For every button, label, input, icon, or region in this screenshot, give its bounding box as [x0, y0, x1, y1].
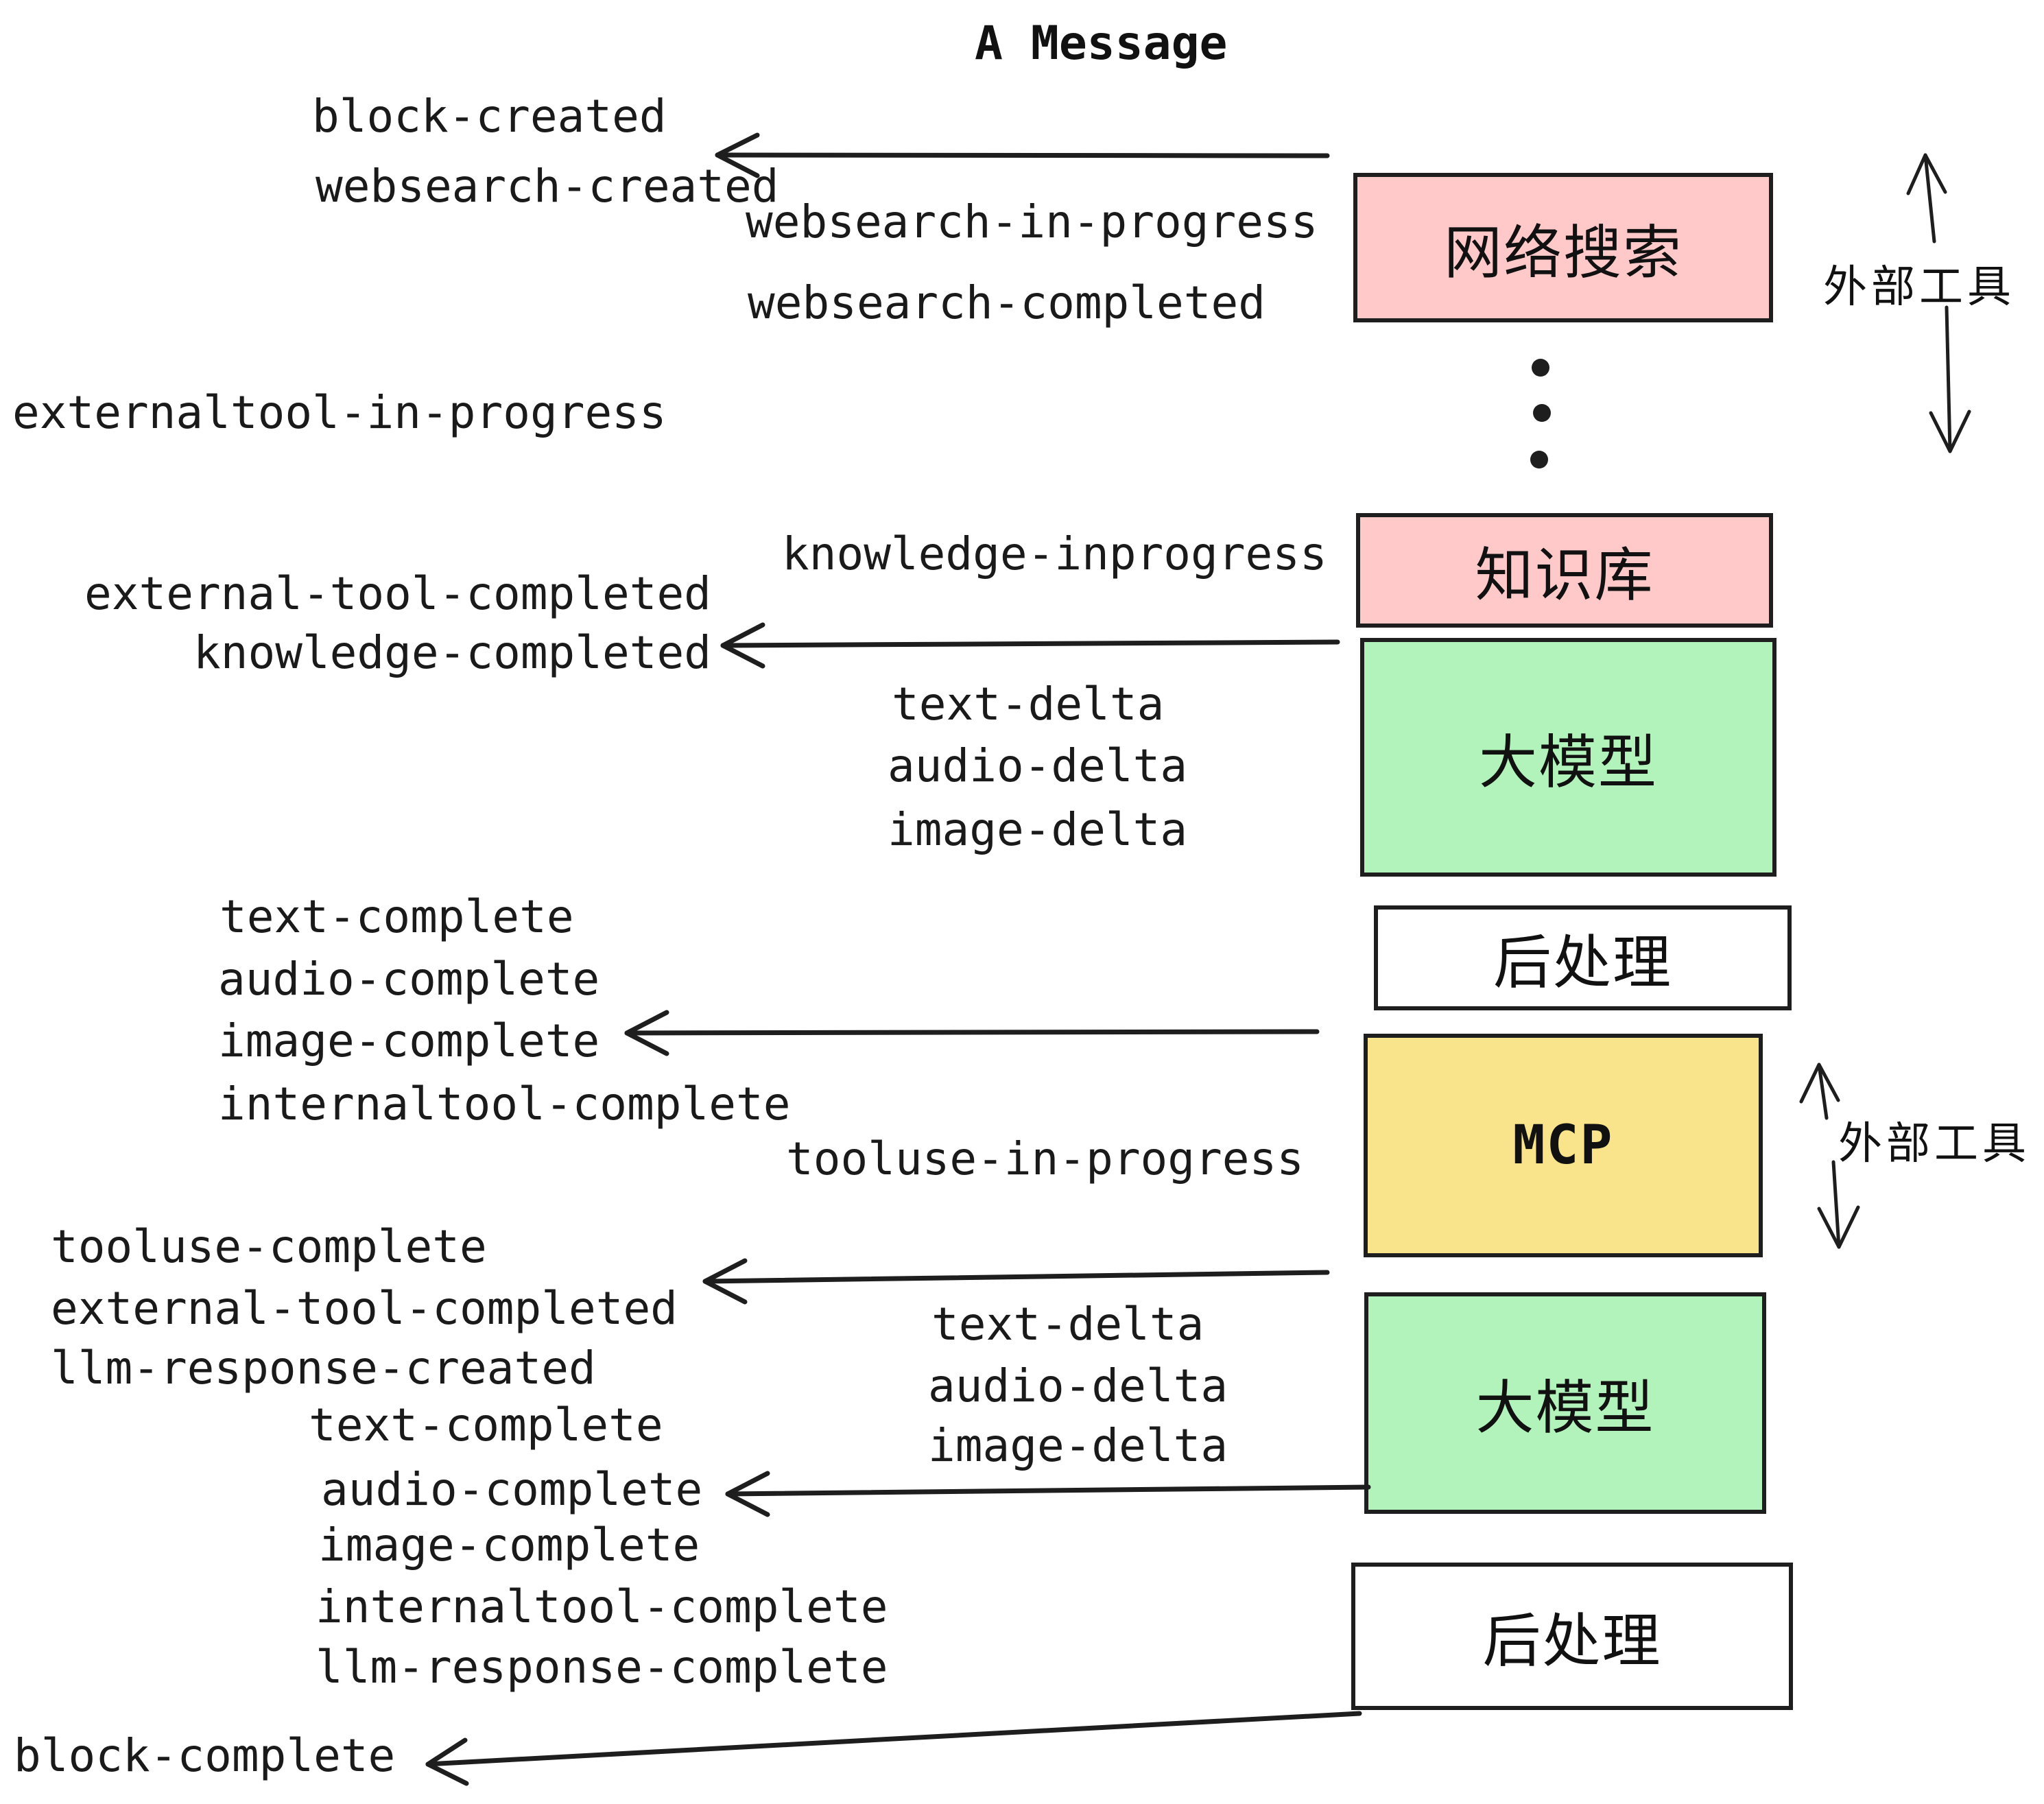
event-internaltool-complete-2: internaltool-complete	[316, 1580, 888, 1633]
diagram-title: A Message	[975, 16, 1228, 71]
arrow-tooluse-complete	[702, 1258, 1330, 1305]
event-knowledge-inprogress: knowledge-inprogress	[782, 527, 1327, 580]
box-knowledge-label: 知识库	[1475, 543, 1654, 608]
box-postprocess-2: 后处理	[1351, 1563, 1793, 1710]
event-websearch-created: websearch-created	[316, 160, 779, 213]
arrow-block-complete	[425, 1711, 1362, 1786]
event-tooluse-in-progress: tooluse-in-progress	[786, 1132, 1304, 1185]
event-text-complete-2: text-complete	[309, 1399, 663, 1451]
arrow-knowledge-completed	[720, 622, 1340, 669]
event-block-complete: block-complete	[14, 1729, 396, 1782]
box-websearch-label: 网络搜索	[1443, 220, 1683, 286]
event-external-tool-completed-1: external-tool-completed	[84, 567, 711, 620]
external-tools-arrow-up-1	[1906, 153, 1947, 244]
event-tooluse-complete: tooluse-complete	[51, 1220, 487, 1273]
event-llm-response-complete: llm-response-complete	[316, 1641, 888, 1694]
box-knowledge: 知识库	[1356, 513, 1773, 628]
vertical-ellipsis	[1530, 359, 1551, 468]
external-tools-arrow-up-2	[1799, 1063, 1840, 1120]
box-llm-1: 大模型	[1360, 638, 1776, 877]
event-llm-response-created: llm-response-created	[51, 1342, 596, 1394]
event-knowledge-completed: knowledge-completed	[193, 626, 711, 679]
event-external-tool-completed-2: external-tool-completed	[51, 1282, 678, 1335]
box-mcp: MCP	[1364, 1034, 1763, 1257]
event-externaltool-in-progress: externaltool-in-progress	[12, 386, 667, 439]
event-image-delta-2: image-delta	[928, 1419, 1228, 1472]
event-websearch-completed: websearch-completed	[748, 276, 1265, 329]
event-websearch-in-progress: websearch-in-progress	[746, 195, 1318, 248]
box-postprocess-1-label: 后处理	[1493, 931, 1672, 996]
external-tools-label-1: 外部工具	[1823, 262, 2015, 311]
external-tools-label-2: 外部工具	[1838, 1119, 2030, 1168]
box-llm-2-label: 大模型	[1475, 1376, 1655, 1441]
external-tools-arrow-down-1	[1929, 305, 1971, 453]
event-audio-delta-2: audio-delta	[928, 1360, 1228, 1412]
event-text-delta-2: text-delta	[931, 1298, 1204, 1351]
arrow-llm-response-complete	[725, 1471, 1371, 1517]
event-audio-complete-1: audio-complete	[218, 953, 600, 1006]
box-postprocess-1: 后处理	[1374, 905, 1792, 1010]
event-image-complete-2: image-complete	[318, 1519, 700, 1571]
arrow-internal-complete	[624, 1010, 1320, 1056]
box-mcp-label: MCP	[1512, 1115, 1614, 1176]
box-llm-2: 大模型	[1364, 1292, 1766, 1514]
event-text-complete-1: text-complete	[219, 890, 574, 943]
event-image-complete-1: image-complete	[218, 1014, 600, 1067]
arrow-websearch-created	[715, 132, 1330, 178]
event-audio-complete-2: audio-complete	[321, 1463, 703, 1516]
box-postprocess-2-label: 后处理	[1482, 1609, 1662, 1674]
event-text-delta-1: text-delta	[892, 678, 1165, 731]
event-block-created: block-created	[312, 90, 667, 143]
event-internaltool-complete-1: internaltool-complete	[218, 1078, 791, 1130]
box-llm-1-label: 大模型	[1478, 730, 1658, 796]
box-websearch: 网络搜索	[1353, 173, 1773, 322]
event-audio-delta-1: audio-delta	[888, 739, 1188, 792]
event-image-delta-1: image-delta	[888, 803, 1188, 856]
external-tools-arrow-down-2	[1817, 1160, 1860, 1249]
